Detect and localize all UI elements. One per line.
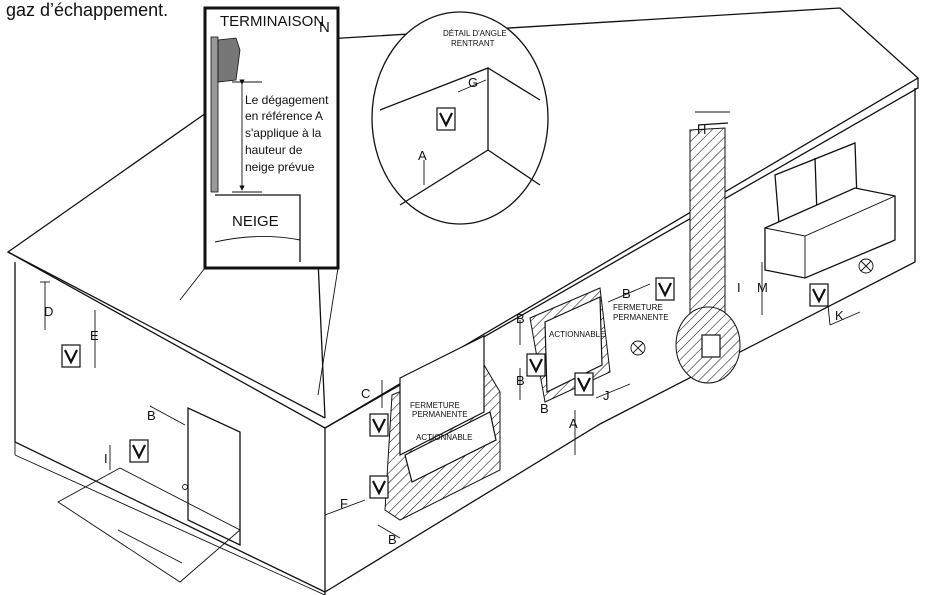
- label-e: E: [90, 328, 99, 343]
- label-i-chimney: I: [737, 280, 741, 295]
- snow-note-line1: Le dégagement: [245, 93, 329, 107]
- window-labels: FERMETURE PERMANENTE ACTIONNABLE FERMETU…: [410, 303, 669, 442]
- label-b-door: B: [147, 408, 156, 423]
- bay-window: [764, 142, 896, 279]
- caption: gaz d’échappement.: [6, 0, 169, 20]
- vent-side-left: [526, 353, 546, 377]
- label-b-front: B: [388, 532, 397, 547]
- vent-bay: [809, 283, 829, 307]
- snow-note-line5: neige prévue: [245, 160, 315, 174]
- snow-ground-label: NEIGE: [232, 213, 279, 230]
- label-b-side-right: B: [622, 286, 631, 301]
- corner-title-line2: RENTRANT: [451, 39, 495, 48]
- inset-connector-right: [317, 267, 339, 396]
- vent-side-bottom: [574, 372, 594, 396]
- snow-inset-title-suffix: N: [319, 19, 330, 36]
- label-i-door: I: [104, 451, 108, 466]
- vent-side-top: [655, 277, 675, 301]
- vent-corner: [436, 107, 456, 131]
- label-d: D: [44, 304, 53, 319]
- clearance-letters: D E B I C F B A J B B B B H I M K: [44, 122, 844, 547]
- dimension-lines: [40, 111, 861, 539]
- corner-label-g: G: [468, 75, 478, 90]
- snow-note-line4: hauteur de: [245, 143, 303, 157]
- inset-corner-detail: DÉTAIL D'ANGLE RENTRANT G A: [371, 11, 549, 225]
- inset-snow: TERMINAISON N Le dégagement en référence…: [203, 6, 340, 270]
- label-b-side-bottom: B: [540, 401, 549, 416]
- label-a-side: A: [569, 416, 578, 431]
- front-operable: ACTIONNABLE: [416, 433, 472, 442]
- vent-front-left: [369, 475, 389, 499]
- vent-symbols: [61, 277, 829, 499]
- air-supply-symbols: [630, 258, 874, 356]
- snow-note-line3: s'applique à la: [245, 126, 322, 140]
- side-operable: ACTIONNABLE: [549, 330, 605, 339]
- snow-note-line2: en référence A: [245, 109, 323, 123]
- vent-left-wall: [61, 344, 81, 368]
- chimney: [675, 122, 741, 384]
- label-b-side-top: B: [516, 311, 525, 326]
- label-j: J: [603, 388, 610, 403]
- front-fixed-line2: PERMANENTE: [412, 410, 468, 419]
- vent-front-top: [369, 413, 389, 437]
- front-window: [384, 335, 501, 521]
- label-h: H: [697, 122, 706, 137]
- label-f: F: [340, 496, 348, 511]
- side-fixed-line1: FERMETURE: [613, 303, 663, 312]
- snow-inset-title: TERMINAISON: [220, 13, 324, 30]
- inset-connector-left: [179, 267, 206, 301]
- label-b-side-mid: B: [516, 373, 525, 388]
- vent-door: [129, 439, 149, 463]
- corner-label-a: A: [418, 148, 427, 163]
- walls: [14, 88, 916, 595]
- side-window: [529, 287, 611, 403]
- side-fixed-line2: PERMANENTE: [613, 313, 669, 322]
- front-fixed-line1: FERMETURE: [410, 401, 460, 410]
- label-c: C: [361, 386, 370, 401]
- corner-title-line1: DÉTAIL D'ANGLE: [443, 29, 507, 38]
- label-m: M: [757, 280, 768, 295]
- label-k: K: [835, 308, 844, 323]
- door: [57, 406, 241, 583]
